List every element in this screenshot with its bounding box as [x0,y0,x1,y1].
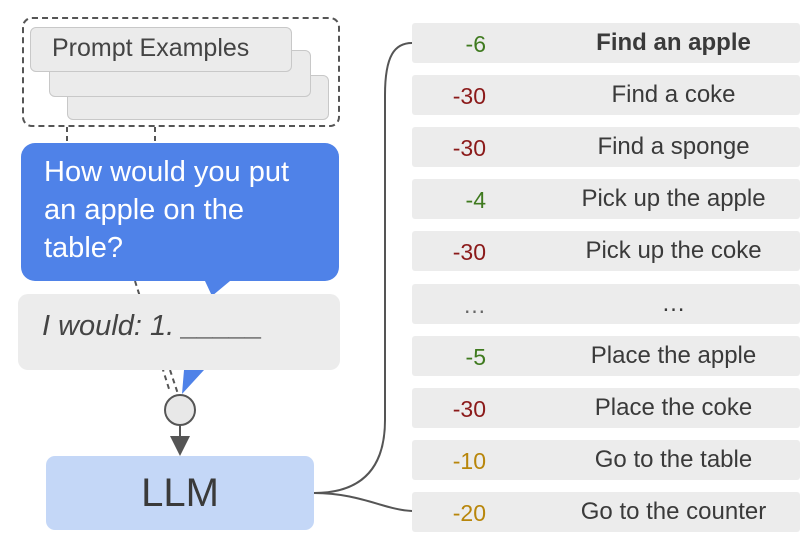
skill-label: Go to the table [594,446,753,473]
skill-label: Find a coke [611,81,736,108]
skill-label: Place the apple [590,342,757,369]
question-line-3: table? [44,232,124,264]
skill-score: -30 [452,135,486,161]
llm-label: LLM [141,471,219,515]
answer-connector [169,369,179,395]
skill-label: Place the coke [594,394,753,421]
answer-bubble: I would: 1. _____ [18,294,340,370]
skill-label: Go to the counter [580,498,767,525]
prompt-examples-label: Prompt Examples [52,34,250,62]
llm-box: LLM [46,456,314,530]
skill-label: Pick up the apple [581,185,766,212]
question-line-2: an apple on the [44,194,244,226]
skill-row: -20 Go to the counter [412,492,800,532]
skill-row: -30 Pick up the coke [412,231,800,271]
skill-row: -4 Pick up the apple [412,179,800,219]
skill-row: -30 Find a sponge [412,127,800,167]
skill-score: -30 [452,239,486,265]
skill-label: Find an apple [596,29,751,56]
skill-label: Pick up the coke [585,237,762,264]
skill-row: -30 Find a coke [412,75,800,115]
skill-score: … [463,292,486,318]
skill-score: -10 [452,448,486,474]
skill-row: -30 Place the coke [412,388,800,428]
skill-row: -10 Go to the table [412,440,800,480]
skill-score: -20 [452,500,486,526]
question-bubble-tail [205,281,230,296]
prompt-example-card-front [30,27,292,72]
skill-row: -5 Place the apple [412,336,800,376]
llm-to-first-skill [313,42,413,494]
llm-to-last-skill [313,492,413,512]
question-bubble: How would you put an apple on the table? [21,143,339,281]
skill-score: -30 [452,83,486,109]
skill-row: …… [412,284,800,324]
answer-text: I would: 1. _____ [42,310,263,342]
combine-node [164,394,196,426]
skill-label: Find a sponge [597,133,750,160]
question-line-1: How would you put [44,156,290,188]
skill-label: … [661,290,686,317]
skill-score: -6 [465,31,486,57]
answer-bubble-tail [182,370,204,394]
skill-row: -6 Find an apple [412,23,800,63]
skill-score: -5 [465,344,486,370]
prompt-examples-group [22,17,340,127]
skill-score: -30 [452,396,486,422]
skill-score: -4 [465,187,486,213]
